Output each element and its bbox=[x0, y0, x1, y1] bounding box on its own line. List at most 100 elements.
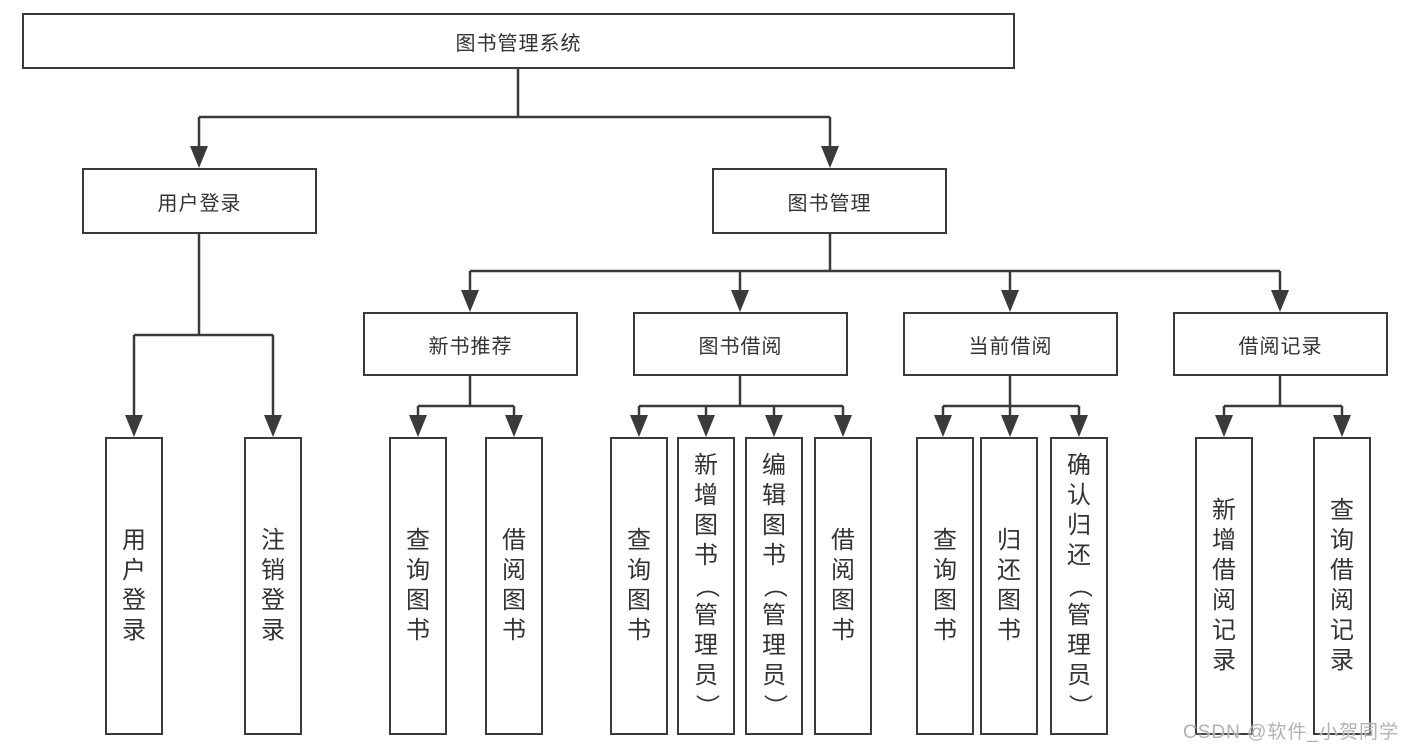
vertical-label-char: 归 bbox=[1067, 512, 1091, 539]
vertical-label-char: 询 bbox=[406, 557, 430, 584]
vertical-label-char: 图 bbox=[694, 512, 718, 539]
vertical-label-char: 归 bbox=[997, 527, 1021, 554]
vertical-label-char: 理 bbox=[762, 632, 786, 659]
node-user-login: 用户登录 bbox=[82, 168, 317, 234]
vertical-label-char: 书 bbox=[997, 617, 1021, 644]
node-edit-book-admin: 编辑图书（管理员） bbox=[745, 437, 803, 735]
vertical-label-char: 录 bbox=[122, 617, 146, 644]
node-label: 新书推荐 bbox=[428, 335, 513, 358]
node-borrowing-records: 借阅记录 bbox=[1173, 312, 1388, 376]
node-current-borrowing: 当前借阅 bbox=[903, 312, 1118, 376]
vertical-label-char: 录 bbox=[1330, 647, 1354, 674]
vertical-label-char: 员 bbox=[1067, 662, 1091, 689]
vertical-label-char: （ bbox=[693, 574, 720, 598]
vertical-label-char: 增 bbox=[694, 482, 718, 509]
vertical-label-char: 图 bbox=[997, 587, 1021, 614]
vertical-label-char: 查 bbox=[406, 527, 430, 554]
node-add-book-admin: 新增图书 （ 管理员 ） bbox=[677, 437, 735, 735]
vertical-label-char: 销 bbox=[261, 557, 285, 584]
node-add-borrow-record: 新增借阅记录 bbox=[1195, 437, 1253, 735]
vertical-label-char: 员 bbox=[694, 662, 718, 689]
vertical-label-char: （ bbox=[761, 574, 788, 598]
vertical-label-char: 还 bbox=[997, 557, 1021, 584]
node-user-login-leaf: 用户登录 bbox=[105, 437, 163, 735]
vertical-label-char: 管 bbox=[1067, 602, 1091, 629]
vertical-label-char: 员 bbox=[762, 662, 786, 689]
vertical-label-char: （ bbox=[1066, 574, 1093, 598]
node-return-book: 归还图书 bbox=[980, 437, 1038, 735]
vertical-label-char: 图 bbox=[933, 587, 957, 614]
node-label: 图书借阅 bbox=[698, 335, 783, 358]
vertical-label-char: 图 bbox=[406, 587, 430, 614]
vertical-label-char: 阅 bbox=[502, 557, 526, 584]
vertical-label-char: 理 bbox=[1067, 632, 1091, 659]
vertical-label-char: 辑 bbox=[762, 482, 786, 509]
vertical-label-char: 编 bbox=[762, 452, 786, 479]
vertical-label-char: 确 bbox=[1067, 452, 1091, 479]
vertical-label-char: 阅 bbox=[831, 557, 855, 584]
node-label: 当前借阅 bbox=[968, 335, 1053, 358]
vertical-label-char: 管 bbox=[762, 602, 786, 629]
vertical-label-char: 图 bbox=[502, 587, 526, 614]
vertical-label-char: 新 bbox=[1212, 497, 1236, 524]
vertical-label-char: 借 bbox=[502, 527, 526, 554]
vertical-label-char: 书 bbox=[933, 617, 957, 644]
node-book-borrowing: 图书借阅 bbox=[633, 312, 848, 376]
vertical-label-char: 增 bbox=[1212, 527, 1236, 554]
vertical-label-char: 图 bbox=[627, 587, 651, 614]
vertical-label-char: ） bbox=[761, 694, 788, 718]
vertical-label-char: 录 bbox=[261, 617, 285, 644]
vertical-label-char: 登 bbox=[261, 587, 285, 614]
vertical-label-char: 用 bbox=[122, 527, 146, 554]
vertical-label-char: 还 bbox=[1067, 542, 1091, 569]
node-query-books-borrowing: 查询图书 bbox=[610, 437, 668, 735]
vertical-label-char: 管 bbox=[694, 602, 718, 629]
node-label: 图书管理系统 bbox=[455, 32, 582, 55]
node-logout: 注销登录 bbox=[244, 437, 302, 735]
node-query-borrow-record: 查询借阅记录 bbox=[1313, 437, 1371, 735]
vertical-label-char: 新 bbox=[694, 452, 718, 479]
vertical-label-char: 借 bbox=[831, 527, 855, 554]
vertical-label-char: 书 bbox=[762, 542, 786, 569]
vertical-label-char: 书 bbox=[831, 617, 855, 644]
vertical-label-char: 询 bbox=[1330, 527, 1354, 554]
node-confirm-return-admin: 确认归还 （ 管理员 ） bbox=[1050, 437, 1108, 735]
vertical-label-char: 查 bbox=[933, 527, 957, 554]
node-query-books-recommend: 查询图书 bbox=[389, 437, 447, 735]
watermark: CSDN @软件_小贺同学 bbox=[1183, 722, 1399, 743]
node-new-book-recommendation: 新书推荐 bbox=[363, 312, 578, 376]
vertical-label-char: ） bbox=[693, 694, 720, 718]
vertical-label-char: 录 bbox=[1212, 647, 1236, 674]
vertical-label-char: 阅 bbox=[1330, 587, 1354, 614]
vertical-label-char: 认 bbox=[1067, 482, 1091, 509]
vertical-label-char: 借 bbox=[1212, 557, 1236, 584]
vertical-label-char: 户 bbox=[122, 557, 146, 584]
vertical-label-char: 图 bbox=[831, 587, 855, 614]
vertical-label-char: 询 bbox=[933, 557, 957, 584]
vertical-label-char: 查 bbox=[627, 527, 651, 554]
node-library-management-system: 图书管理系统 bbox=[22, 13, 1015, 69]
vertical-label-char: 理 bbox=[694, 632, 718, 659]
vertical-label-char: 注 bbox=[261, 527, 285, 554]
node-query-books-current: 查询图书 bbox=[916, 437, 974, 735]
vertical-label-char: 查 bbox=[1330, 497, 1354, 524]
vertical-label-char: 书 bbox=[627, 617, 651, 644]
vertical-label-char: 书 bbox=[406, 617, 430, 644]
vertical-label-char: 书 bbox=[502, 617, 526, 644]
vertical-label-char: 阅 bbox=[1212, 587, 1236, 614]
node-borrow-books-recommend: 借阅图书 bbox=[485, 437, 543, 735]
vertical-label-char: 登 bbox=[122, 587, 146, 614]
vertical-label-char: 记 bbox=[1330, 617, 1354, 644]
node-label: 用户登录 bbox=[157, 192, 242, 215]
node-book-management: 图书管理 bbox=[712, 168, 947, 234]
vertical-label-char: 询 bbox=[627, 557, 651, 584]
vertical-label-char: ） bbox=[1066, 694, 1093, 718]
node-label: 图书管理 bbox=[787, 192, 872, 215]
vertical-label-char: 借 bbox=[1330, 557, 1354, 584]
vertical-label-char: 记 bbox=[1212, 617, 1236, 644]
node-borrow-books: 借阅图书 bbox=[814, 437, 872, 735]
node-label: 借阅记录 bbox=[1238, 335, 1323, 358]
vertical-label-char: 书 bbox=[694, 542, 718, 569]
